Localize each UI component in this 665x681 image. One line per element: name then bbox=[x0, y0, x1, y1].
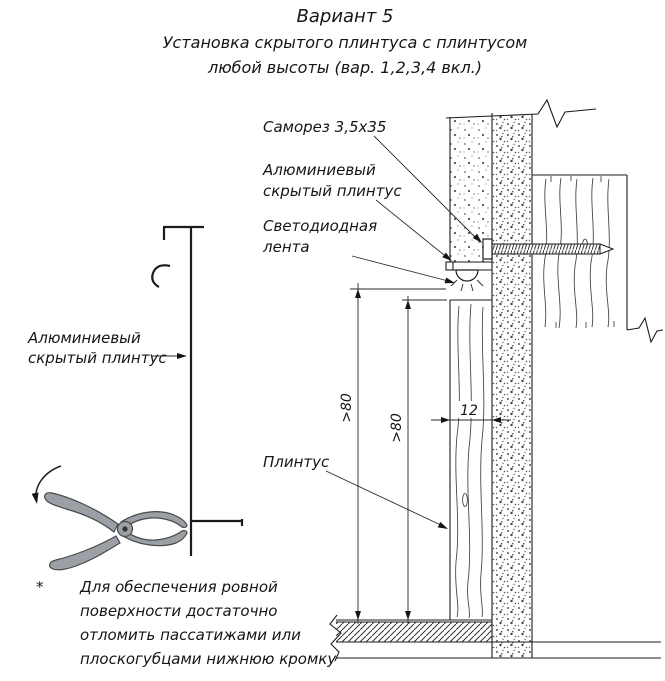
pliers-pivot-pin bbox=[122, 526, 128, 532]
break-line-top bbox=[445, 98, 597, 129]
screw-drawing bbox=[482, 238, 615, 260]
leader-aluminum bbox=[375, 199, 452, 261]
clip-hook bbox=[151, 264, 171, 288]
footnote-line-3: отломить пассатижами или bbox=[80, 626, 301, 644]
leader-screw bbox=[373, 135, 482, 243]
footnote: * Для обеспечения ровной поверхности дос… bbox=[36, 578, 337, 668]
wall-outlines bbox=[449, 113, 533, 658]
page-title: Вариант 5 bbox=[297, 6, 394, 27]
aluminum-profile-drawing bbox=[151, 225, 244, 556]
label-led-1: Светодиодная bbox=[263, 217, 377, 235]
pliers-lower-jaw bbox=[122, 530, 188, 547]
footnote-line-1: Для обеспечения ровной bbox=[79, 578, 278, 596]
label-plinth: Плинтус bbox=[263, 453, 330, 471]
footnote-line-4: плоскогубцами нижнюю кромку bbox=[80, 650, 337, 668]
wall-section: >80 >80 12 bbox=[262, 98, 664, 662]
dim-label-height-outer: >80 bbox=[339, 393, 355, 423]
label-profile-aluminum-2: скрытый плинтус bbox=[28, 349, 167, 367]
floor-assembly bbox=[336, 619, 661, 659]
page-subtitle-2: любой высоты (вар. 1,2,3,4 вкл.) bbox=[207, 58, 482, 77]
pliers-illustration bbox=[44, 492, 188, 571]
wall-layer bbox=[492, 115, 532, 658]
pliers-lower-handle bbox=[49, 535, 121, 571]
dim-label-thickness: 12 bbox=[460, 403, 478, 419]
pliers-upper-handle bbox=[44, 492, 119, 533]
plinth-board bbox=[449, 299, 492, 620]
aluminum-profile-lip bbox=[445, 261, 492, 271]
label-aluminum-1: Алюминиевый bbox=[262, 161, 376, 179]
footnote-line-2: поверхности достаточно bbox=[80, 602, 277, 620]
pliers-upper-jaw bbox=[120, 511, 188, 531]
label-screw: Саморез 3,5х35 bbox=[263, 118, 386, 136]
plaster-layer bbox=[450, 117, 492, 262]
light-rays-icon bbox=[450, 279, 484, 292]
leader-profile-aluminum bbox=[151, 353, 187, 359]
label-led-2: лента bbox=[262, 238, 310, 256]
leader-led bbox=[351, 255, 455, 284]
dimension-height-inner: >80 bbox=[389, 296, 447, 624]
label-aluminum-2: скрытый плинтус bbox=[263, 182, 402, 200]
rotation-arrow-icon bbox=[31, 465, 62, 504]
dimension-thickness: 12 bbox=[431, 401, 511, 423]
page-subtitle-1: Установка скрытого плинтуса с плинтусом bbox=[163, 33, 527, 52]
footnote-marker: * bbox=[36, 578, 44, 596]
label-profile-aluminum-1: Алюминиевый bbox=[27, 329, 141, 347]
break-line-right bbox=[626, 316, 664, 344]
dim-label-height-inner: >80 bbox=[389, 413, 405, 443]
leader-plinth bbox=[325, 470, 448, 529]
dimension-height-outer: >80 bbox=[339, 283, 446, 624]
profile-view: Алюминиевый скрытый плинтус bbox=[27, 225, 244, 571]
led-strip-symbol bbox=[450, 269, 484, 292]
